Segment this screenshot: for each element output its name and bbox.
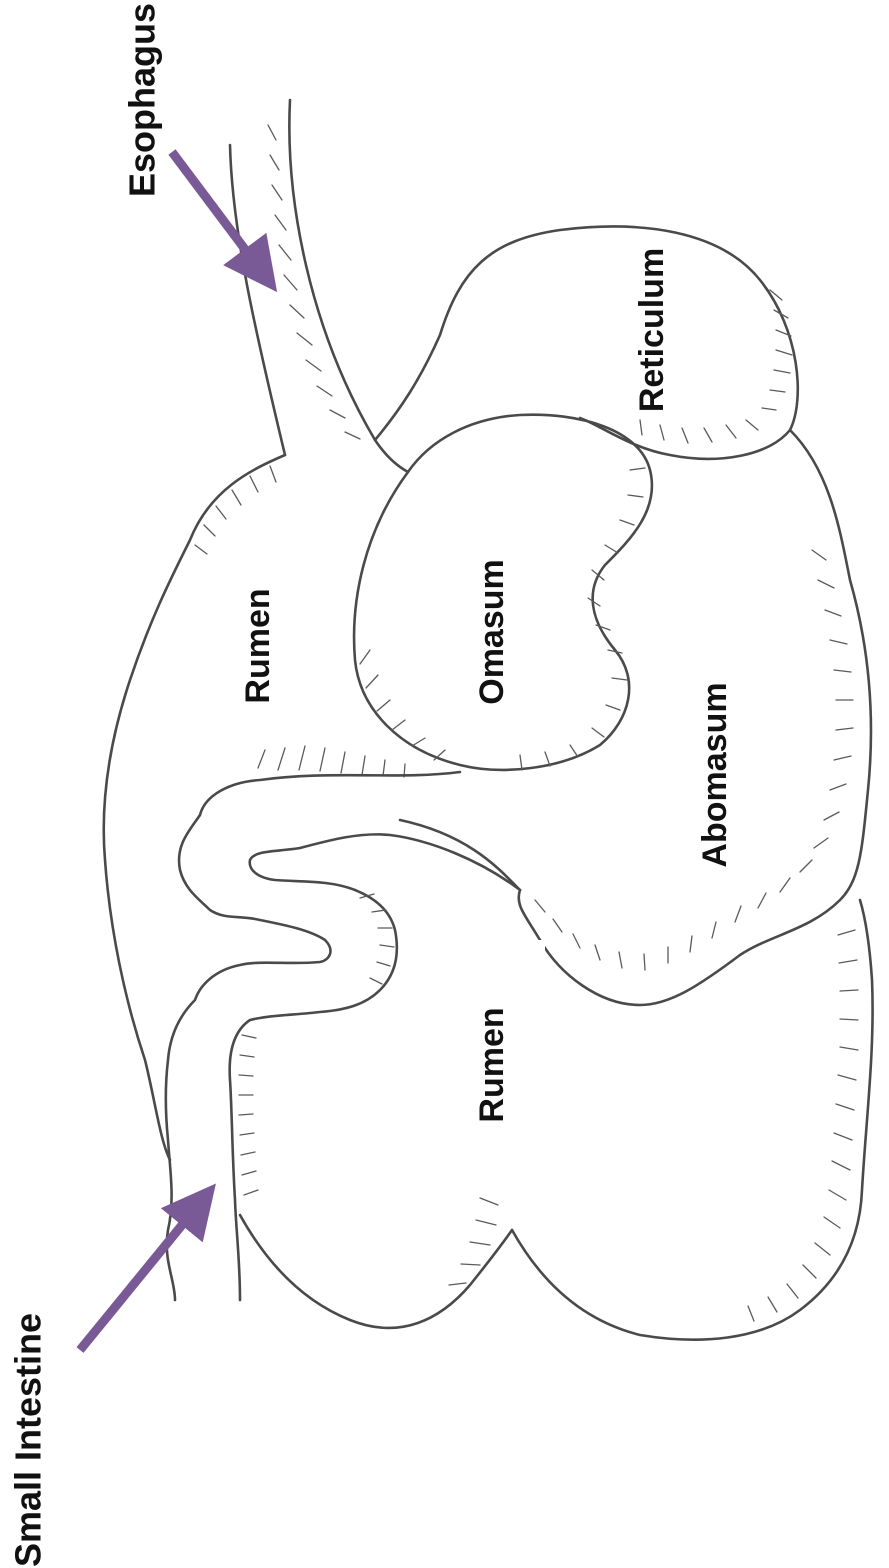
abomasum-hatching (535, 550, 853, 970)
small-intestine-hatching (239, 894, 394, 1195)
reticulum-label: Reticulum (633, 248, 671, 412)
esophagus-arrow (172, 152, 262, 272)
omasum-label: Omasum (473, 559, 511, 705)
reticulum-shape (375, 227, 798, 459)
small-intestine-arrow (80, 1203, 200, 1350)
esophagus-label: Esophagus (122, 3, 163, 197)
rumen-upper-label: Rumen (239, 588, 277, 703)
rumen-lower-label: Rumen (473, 1007, 511, 1122)
esophagus-hatching (268, 125, 360, 439)
abomasum-shape (400, 430, 871, 1005)
rumen-upper-shape (104, 455, 405, 1160)
esophagus-shape (230, 100, 408, 472)
rumen-lower-shape (240, 900, 873, 1340)
abomasum-label: Abomasum (696, 682, 734, 867)
small-intestine-label: Small Intestine (8, 1313, 49, 1567)
